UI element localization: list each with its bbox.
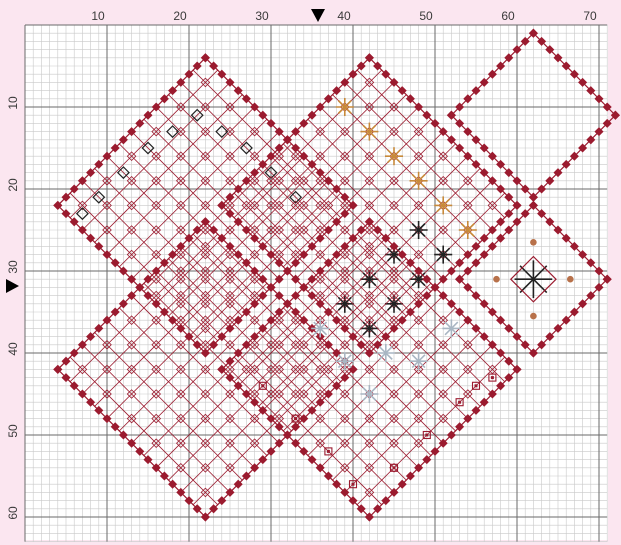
y-axis-label: 50 [6,424,20,438]
y-axis-label: 40 [6,342,20,356]
x-axis-label: 50 [419,9,433,23]
y-axis-label: 10 [6,96,20,110]
square-stitch-center [327,450,330,453]
square-stitch-center [491,376,494,379]
square-stitch-center [352,483,355,486]
y-axis-label: 30 [6,260,20,274]
square-stitch-center [475,384,478,387]
x-axis-label: 70 [583,9,597,23]
square-stitch-center [261,384,264,387]
x-axis-label: 60 [501,9,515,23]
bead [493,276,500,283]
x-axis-label: 20 [173,9,187,23]
square-stitch-center [425,434,428,437]
bead [530,239,537,246]
y-axis-label: 20 [6,178,20,192]
x-axis-label: 30 [255,9,269,23]
bead [567,276,574,283]
bead [530,313,537,320]
square-stitch-center [393,466,396,469]
x-axis-label: 40 [337,9,351,23]
square-stitch-center [294,417,297,420]
square-stitch-center [458,401,461,404]
x-axis-label: 10 [91,9,105,23]
y-axis-label: 60 [6,506,20,520]
